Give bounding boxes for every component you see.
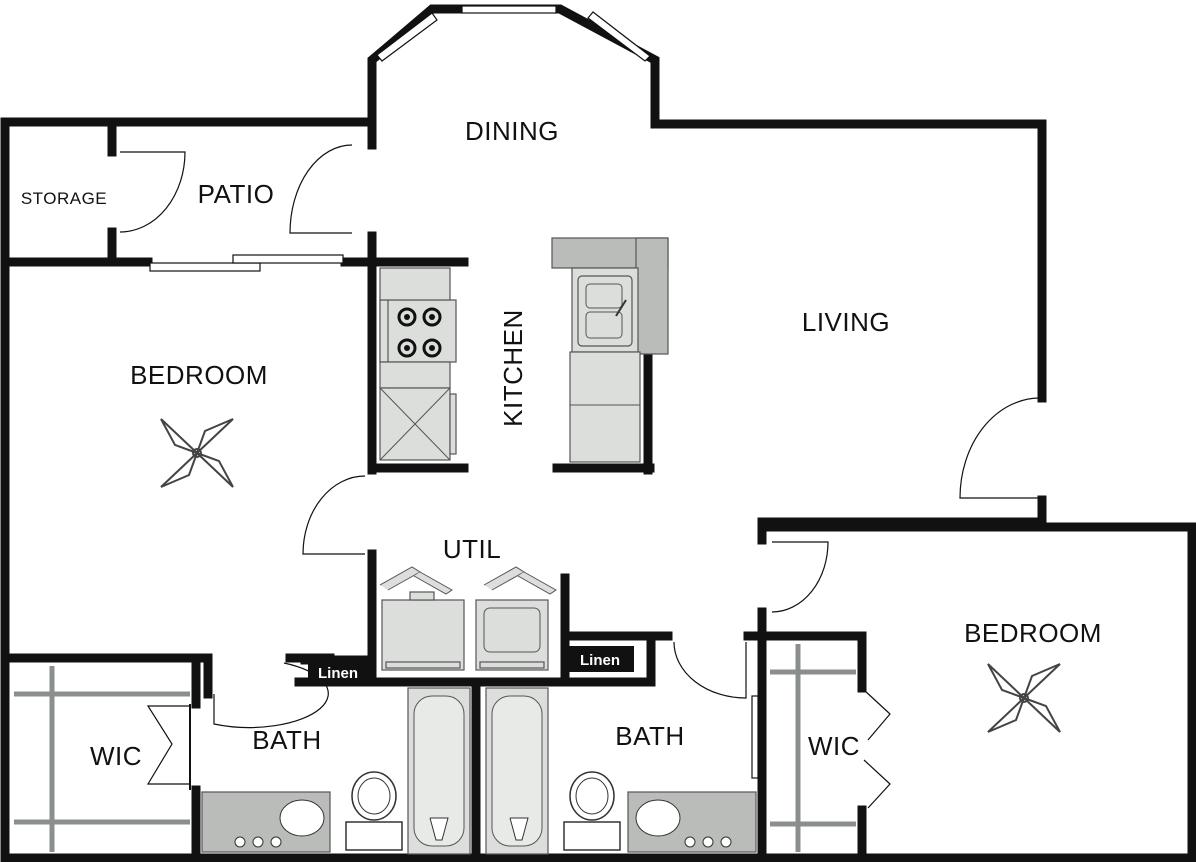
dryer-icon (379, 566, 465, 671)
room-label-wic-left: WIC (90, 741, 142, 771)
linen-closet-left (308, 662, 368, 682)
counter (379, 267, 451, 301)
washer-icon (475, 566, 557, 671)
toilet-icon (563, 771, 621, 851)
room-label-storage: STORAGE (21, 189, 107, 208)
ceiling-fan-icon (160, 418, 234, 488)
room-label-util: UTIL (443, 534, 501, 564)
vanity-left (201, 791, 331, 853)
sink-icon (577, 275, 633, 347)
refrigerator-icon (379, 387, 457, 461)
bathtub-icon (407, 687, 471, 855)
closet-rods-left (14, 666, 190, 852)
doors[interactable] (119, 144, 1041, 809)
vanity-right (627, 791, 757, 853)
toilet-icon (345, 771, 403, 851)
room-label-linen-left: Linen (318, 665, 358, 682)
room-label-living: LIVING (802, 307, 890, 337)
room-label-bedroom-left: BEDROOM (130, 360, 268, 390)
counter (379, 361, 451, 389)
room-label-wic-right: WIC (808, 731, 860, 761)
room-label-bath-left: BATH (252, 725, 321, 755)
bay-window (376, 5, 651, 62)
room-label-bath-right: BATH (615, 721, 684, 751)
closet-rods-right (770, 644, 856, 852)
linen-closet-right (566, 646, 634, 672)
stove-icon (379, 299, 457, 363)
room-label-kitchen: KITCHEN (498, 309, 528, 427)
walls (0, 4, 1196, 862)
room-label-linen-right: Linen (580, 652, 620, 669)
room-label-bedroom-right: BEDROOM (964, 618, 1102, 648)
bathtub-icon (485, 687, 549, 855)
room-label-dining: DINING (465, 116, 559, 146)
ceiling-fan-icon (987, 663, 1061, 733)
sliding-door[interactable] (149, 254, 344, 272)
room-label-patio: PATIO (198, 179, 275, 209)
